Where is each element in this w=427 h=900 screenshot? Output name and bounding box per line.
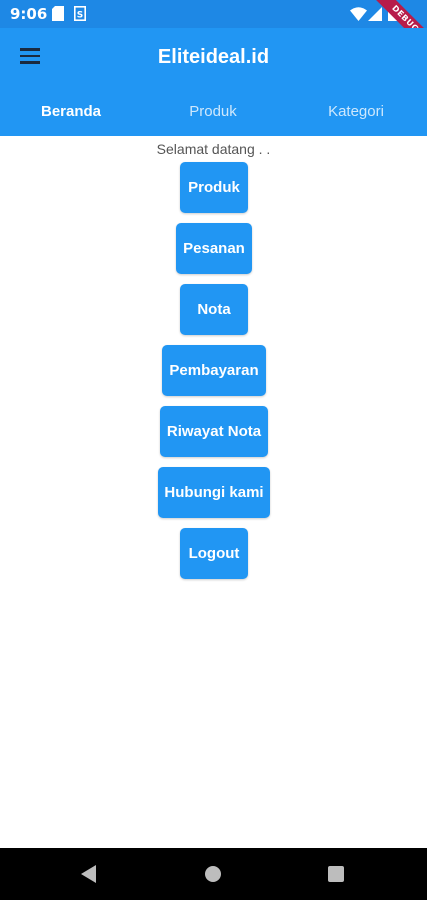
sim-card-icon — [52, 6, 64, 21]
status-time: 9:06 — [10, 5, 48, 23]
pembayaran-button[interactable]: Pembayaran — [162, 345, 266, 396]
tab-produk[interactable]: Produk — [189, 103, 237, 120]
logout-button[interactable]: Logout — [180, 528, 248, 579]
tab-indicator — [143, 136, 291, 139]
app-bar: Eliteideal.id — [0, 28, 427, 88]
status-bar: 9:06 S DEBUG — [0, 0, 427, 53]
file-s-icon: S — [74, 6, 86, 21]
recent-apps-icon[interactable] — [328, 866, 344, 882]
tab-bar: Beranda Produk Kategori — [0, 88, 427, 136]
home-icon[interactable] — [205, 866, 221, 882]
tab-kategori[interactable]: Kategori — [328, 103, 384, 120]
signal-icon — [368, 7, 382, 21]
wifi-icon — [350, 7, 367, 21]
app-title: Eliteideal.id — [157, 46, 270, 68]
tab-beranda[interactable]: Beranda — [40, 103, 102, 120]
hubungi-kami-button[interactable]: Hubungi kami — [158, 467, 270, 518]
pesanan-button[interactable]: Pesanan — [176, 223, 252, 274]
home-content: Selamat datang . . Produk Pesanan Nota P… — [0, 139, 427, 848]
riwayat-nota-button[interactable]: Riwayat Nota — [160, 406, 268, 457]
svg-text:S: S — [77, 11, 83, 21]
system-nav-bar — [0, 848, 427, 900]
back-icon[interactable] — [81, 865, 96, 883]
welcome-text: Selamat datang . . — [156, 141, 271, 157]
nota-button[interactable]: Nota — [180, 284, 248, 335]
hamburger-menu-icon[interactable] — [20, 48, 42, 66]
produk-button[interactable]: Produk — [180, 162, 248, 213]
